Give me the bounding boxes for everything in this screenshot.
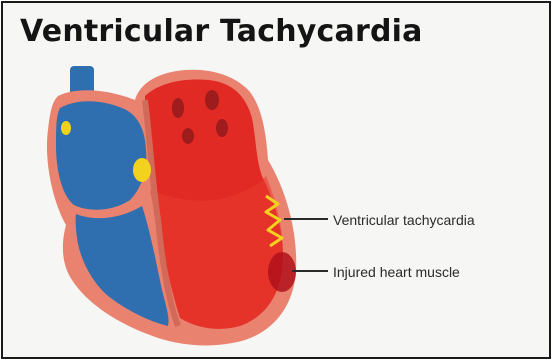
- label-injured-heart-muscle: Injured heart muscle: [333, 263, 460, 281]
- pulmonary-vein-opening-2: [205, 90, 219, 110]
- sinus-node-icon: [61, 121, 71, 135]
- av-node-icon: [133, 158, 151, 182]
- right-atrium-chamber: [56, 101, 146, 210]
- pulmonary-vein-opening-3: [182, 128, 194, 144]
- pulmonary-vein-opening-4: [216, 119, 228, 137]
- injured-muscle-area: [268, 252, 296, 292]
- pulmonary-vein-opening-1: [172, 98, 184, 118]
- label-ventricular-tachycardia: Ventricular tachycardia: [333, 211, 475, 229]
